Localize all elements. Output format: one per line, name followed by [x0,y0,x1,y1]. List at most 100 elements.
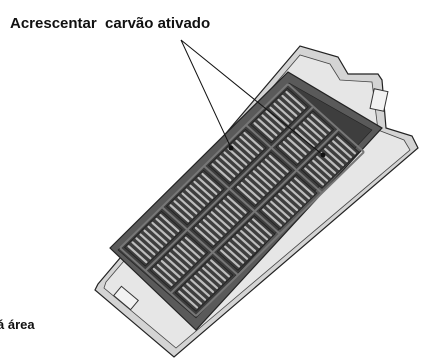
filter-slat [273,102,294,121]
filter-slat [156,263,177,282]
filter-slat [286,137,307,156]
filter-rail [169,128,340,295]
tray-tab-left [113,285,139,311]
filter-slat [168,252,189,271]
filter-slat [310,113,331,132]
filter-slat [151,221,172,240]
filter-slat [260,162,281,181]
filter-slat [336,136,357,155]
filter-slat [266,204,287,223]
filter-slat [178,290,199,309]
filter-slat [308,163,329,182]
filter-slat [139,233,160,252]
filter-slat [240,181,261,200]
filter-slat [215,159,236,178]
filter-slat [244,178,265,197]
filter-rail [195,151,365,317]
filter-slat [222,199,243,218]
callout-leader-1 [180,39,232,149]
filter-slat [135,237,156,256]
filter-slat [211,163,232,182]
filter-rail [119,247,197,317]
filter-rail [144,105,315,272]
filter-slat [198,222,219,241]
filter-slat [316,155,337,174]
filter-slat [181,192,202,211]
filter-slat [270,200,291,219]
filter-slat [223,151,244,170]
filter-slat [239,135,260,154]
filter-rail [203,165,281,235]
filter-slat [257,118,278,137]
filter-slat [143,229,164,248]
filter-slat [274,196,295,215]
filter-slat [197,176,218,195]
filter-slat [277,98,298,117]
tray-tab-right [369,88,389,112]
filter-slat [235,139,256,158]
filter-slat [278,144,299,163]
filter-slat [278,192,299,211]
filter-slat [294,177,315,196]
filter-rail [161,206,239,276]
filter-slat [240,230,261,249]
filter-slat [282,189,303,208]
filter-slat [160,260,181,279]
filter-slat [281,94,302,113]
filter-slat [294,129,315,148]
filter-rail [245,124,323,194]
filter-slat [218,203,239,222]
filter-slat [193,180,214,199]
filter-slat [228,241,249,260]
filter-slat [186,282,207,301]
filter-slat [324,148,345,167]
filter-slat [173,200,194,219]
filter-slat [231,143,252,162]
filter-slat [232,237,253,256]
filter-slat [190,278,211,297]
filter-slat [253,122,274,141]
filter-slat [201,172,222,192]
filter-slat [159,213,180,233]
filter-slat [252,218,273,237]
filter-slat [261,114,282,133]
filter-slat [220,249,241,268]
filter-slat [177,196,198,215]
filter-slat [286,185,307,204]
callout-label: Acrescentar carvão ativado [10,15,211,32]
filter-slat [219,155,240,174]
filter-slat [189,184,210,203]
filter-slat [227,147,248,166]
filter-slat [244,226,265,245]
filter-slat [224,245,245,264]
filter-slat [265,110,286,129]
callout-leader-2 [180,39,324,156]
filter-slat [172,248,193,267]
filter-slat [236,233,257,252]
filter-slat [268,154,289,173]
filter-slat [332,140,353,159]
filter-slat [306,117,327,136]
filter-slat [198,271,219,290]
filter-slat [127,245,148,264]
filter-slat [176,244,197,263]
filter-slat [256,166,277,185]
filter-slat [206,263,227,282]
filter-slat [282,140,303,159]
filter-slat [131,241,152,260]
filter-slat [180,240,201,259]
filter-slat [164,256,185,275]
callout-dot-1 [228,145,234,151]
filter-slat [206,215,227,234]
filter-slat [194,274,215,293]
filter-slat [290,181,311,200]
filter-slat [298,125,319,144]
filter-slat [210,259,231,278]
filter-rail [287,83,365,153]
filter-slat [248,222,269,241]
filter-slat [264,158,285,177]
filter-slat [194,226,215,245]
filter-slat [147,225,168,244]
filter-cell-grid [119,83,365,317]
